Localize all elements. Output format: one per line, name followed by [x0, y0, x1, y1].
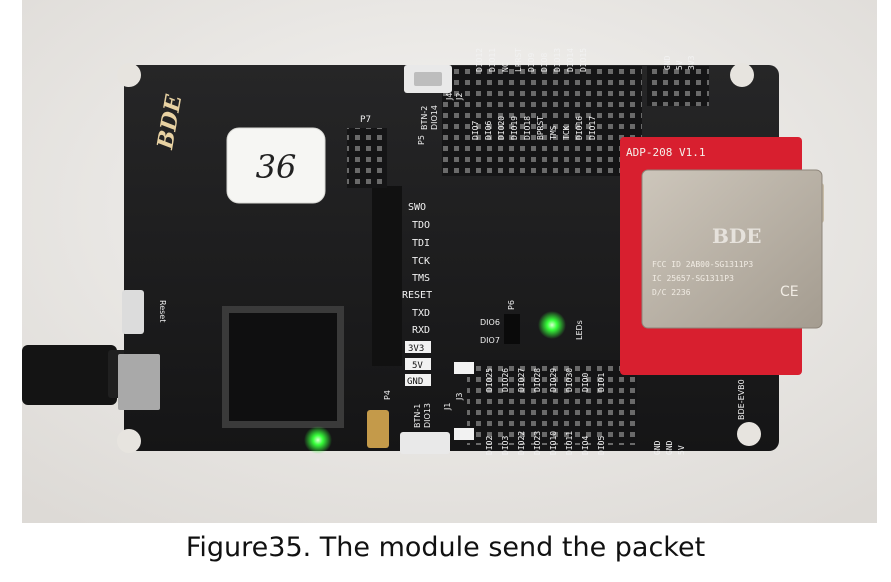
- module-fcc-id: FCC ID 2AB00-SG1311P3: [652, 260, 753, 269]
- figure-caption: Figure35. The module send the packet: [185, 532, 706, 563]
- power-led: [304, 426, 332, 454]
- label-dio14-btn: DIO14: [430, 105, 439, 130]
- label-tck-top: TCK: [562, 125, 571, 140]
- label-bottom-gnd-2: GND: [665, 440, 674, 455]
- label-bde-evb0: BDE-EVB0: [737, 379, 746, 420]
- label-dio6-top: DIO6: [484, 121, 493, 140]
- module-shield: [641, 169, 823, 329]
- top-pin-header: [442, 66, 642, 176]
- label-bottom-5v: 5V: [677, 445, 686, 455]
- label-dio29: DIO29: [549, 368, 558, 392]
- label-dio12: DIO12: [475, 48, 484, 72]
- module-ic: IC 25657-SG1311P3: [652, 274, 734, 283]
- label-dio8: DIO8: [540, 53, 549, 72]
- label-dio30: DIO30: [565, 368, 574, 392]
- p7-connector: [347, 128, 387, 188]
- label-tms-top: TMS: [549, 125, 558, 140]
- bottom-header-labels: DIO25 DIO26 DIO27 DIO28 DIO29 DIO30 DIO0…: [485, 368, 606, 455]
- usb-connector: [118, 354, 160, 410]
- label-dio25: DIO25: [485, 368, 494, 392]
- label-bprst: BPRST: [536, 116, 545, 140]
- label-dio6-mid: DIO6: [480, 318, 500, 327]
- label-j2: J2: [455, 93, 464, 101]
- label-dio13: DIO13: [553, 48, 562, 72]
- label-dio15: DIO15: [579, 48, 588, 72]
- label-swo: SWO: [408, 202, 426, 213]
- label-dio11-bottom: DIO11: [565, 431, 574, 455]
- label-3v3: 3V3: [408, 344, 424, 354]
- label-dio4: DIO4: [581, 436, 590, 455]
- label-j1: J1: [443, 403, 452, 411]
- reset-button: [122, 290, 144, 334]
- sticker-number: 36: [256, 148, 297, 186]
- label-dio17: DIO17: [588, 116, 597, 140]
- top-corner-header: [647, 66, 709, 106]
- label-reset: RESET: [402, 290, 432, 301]
- dev-board: BDE 36 SWO TDO TDI TCK TMS RESET TXD RXD…: [117, 48, 779, 455]
- label-dio9: DIO9: [527, 53, 536, 72]
- label-top-5v: 5V: [675, 60, 684, 70]
- label-dio18: DIO18: [523, 116, 532, 140]
- btn-1-switch: [400, 432, 450, 454]
- gold-pad: [367, 410, 389, 448]
- label-dio27: DIO27: [517, 368, 526, 392]
- label-txd: TXD: [412, 308, 430, 319]
- label-dio1: DIO1: [597, 373, 606, 392]
- label-dio23: DIO23: [533, 431, 542, 455]
- dev-board-photo: BDE 36 SWO TDO TDI TCK TMS RESET TXD RXD…: [22, 0, 877, 523]
- label-top-3v3: 3V3: [687, 55, 696, 70]
- number-sticker: 36: [226, 127, 326, 204]
- module-ce-mark: CE: [780, 284, 799, 300]
- label-dio5: DIO5: [597, 436, 606, 455]
- bottom-pin-header: [467, 360, 637, 445]
- label-tms: TMS: [412, 273, 430, 284]
- module-logo: BDE: [712, 224, 762, 248]
- label-btn-2: BTN-2: [420, 106, 429, 130]
- debug-header: SWO TDO TDI TCK TMS RESET TXD RXD 3V3 5V…: [372, 186, 432, 387]
- label-dio28: DIO28: [533, 368, 542, 392]
- p6-connector: [504, 314, 520, 344]
- top-header-labels: DIO12 DIO11 NC LPRST DIO9 DIO8 DIO13 DIO…: [471, 48, 597, 140]
- label-tdi: TDI: [412, 238, 430, 249]
- label-leds: LEDs: [575, 320, 584, 340]
- label-p5: P5: [417, 135, 426, 145]
- status-led: [538, 311, 566, 339]
- module-date-code: D/C 2236: [652, 288, 691, 297]
- label-j4: J4: [445, 93, 454, 101]
- label-dio14: DIO14: [566, 48, 575, 72]
- label-tdo: TDO: [412, 220, 430, 231]
- label-bottom-gnd-1: GND: [653, 440, 662, 455]
- label-dio13-btn: DIO13: [423, 403, 432, 428]
- label-p6: P6: [507, 300, 516, 310]
- label-reset-btn: Reset: [158, 300, 167, 322]
- label-dio26: DIO26: [501, 368, 510, 392]
- adp-208-module: ADP-208 V1.1 BDE FCC ID 2AB00-SG1311P3 I…: [620, 137, 824, 375]
- label-5v: 5V: [412, 361, 423, 371]
- label-tck: TCK: [412, 256, 430, 267]
- label-dio0: DIO0: [581, 373, 590, 392]
- label-dio10: DIO10: [549, 431, 558, 455]
- label-dio20: DIO20: [497, 116, 506, 140]
- label-gnd: GND: [407, 377, 423, 387]
- mcu-chip: [222, 306, 344, 428]
- label-dio7-mid: DIO7: [480, 336, 500, 345]
- label-dio2: DIO2: [485, 436, 494, 455]
- top-corner-labels: GND 5V 3V3: [663, 55, 696, 70]
- label-dio11: DIO11: [488, 48, 497, 72]
- label-lprst: LPRST: [514, 48, 523, 72]
- label-dio3: DIO3: [501, 436, 510, 455]
- label-j3: J3: [455, 393, 464, 401]
- label-p7: P7: [360, 115, 371, 125]
- label-p4: P4: [383, 390, 392, 400]
- label-nc: NC: [501, 62, 510, 72]
- label-dio22: DIO22: [517, 431, 526, 455]
- label-rxd: RXD: [412, 325, 430, 336]
- module-title: ADP-208 V1.1: [626, 146, 705, 159]
- label-dio19: DIO19: [510, 116, 519, 140]
- label-btn-1: BTN-1: [413, 404, 422, 428]
- label-dio7-top: DIO7: [471, 121, 480, 140]
- label-dio16: DIO16: [575, 116, 584, 140]
- bottom-corner-labels: GND GND 5V: [653, 440, 686, 455]
- label-top-gnd: GND: [663, 55, 672, 70]
